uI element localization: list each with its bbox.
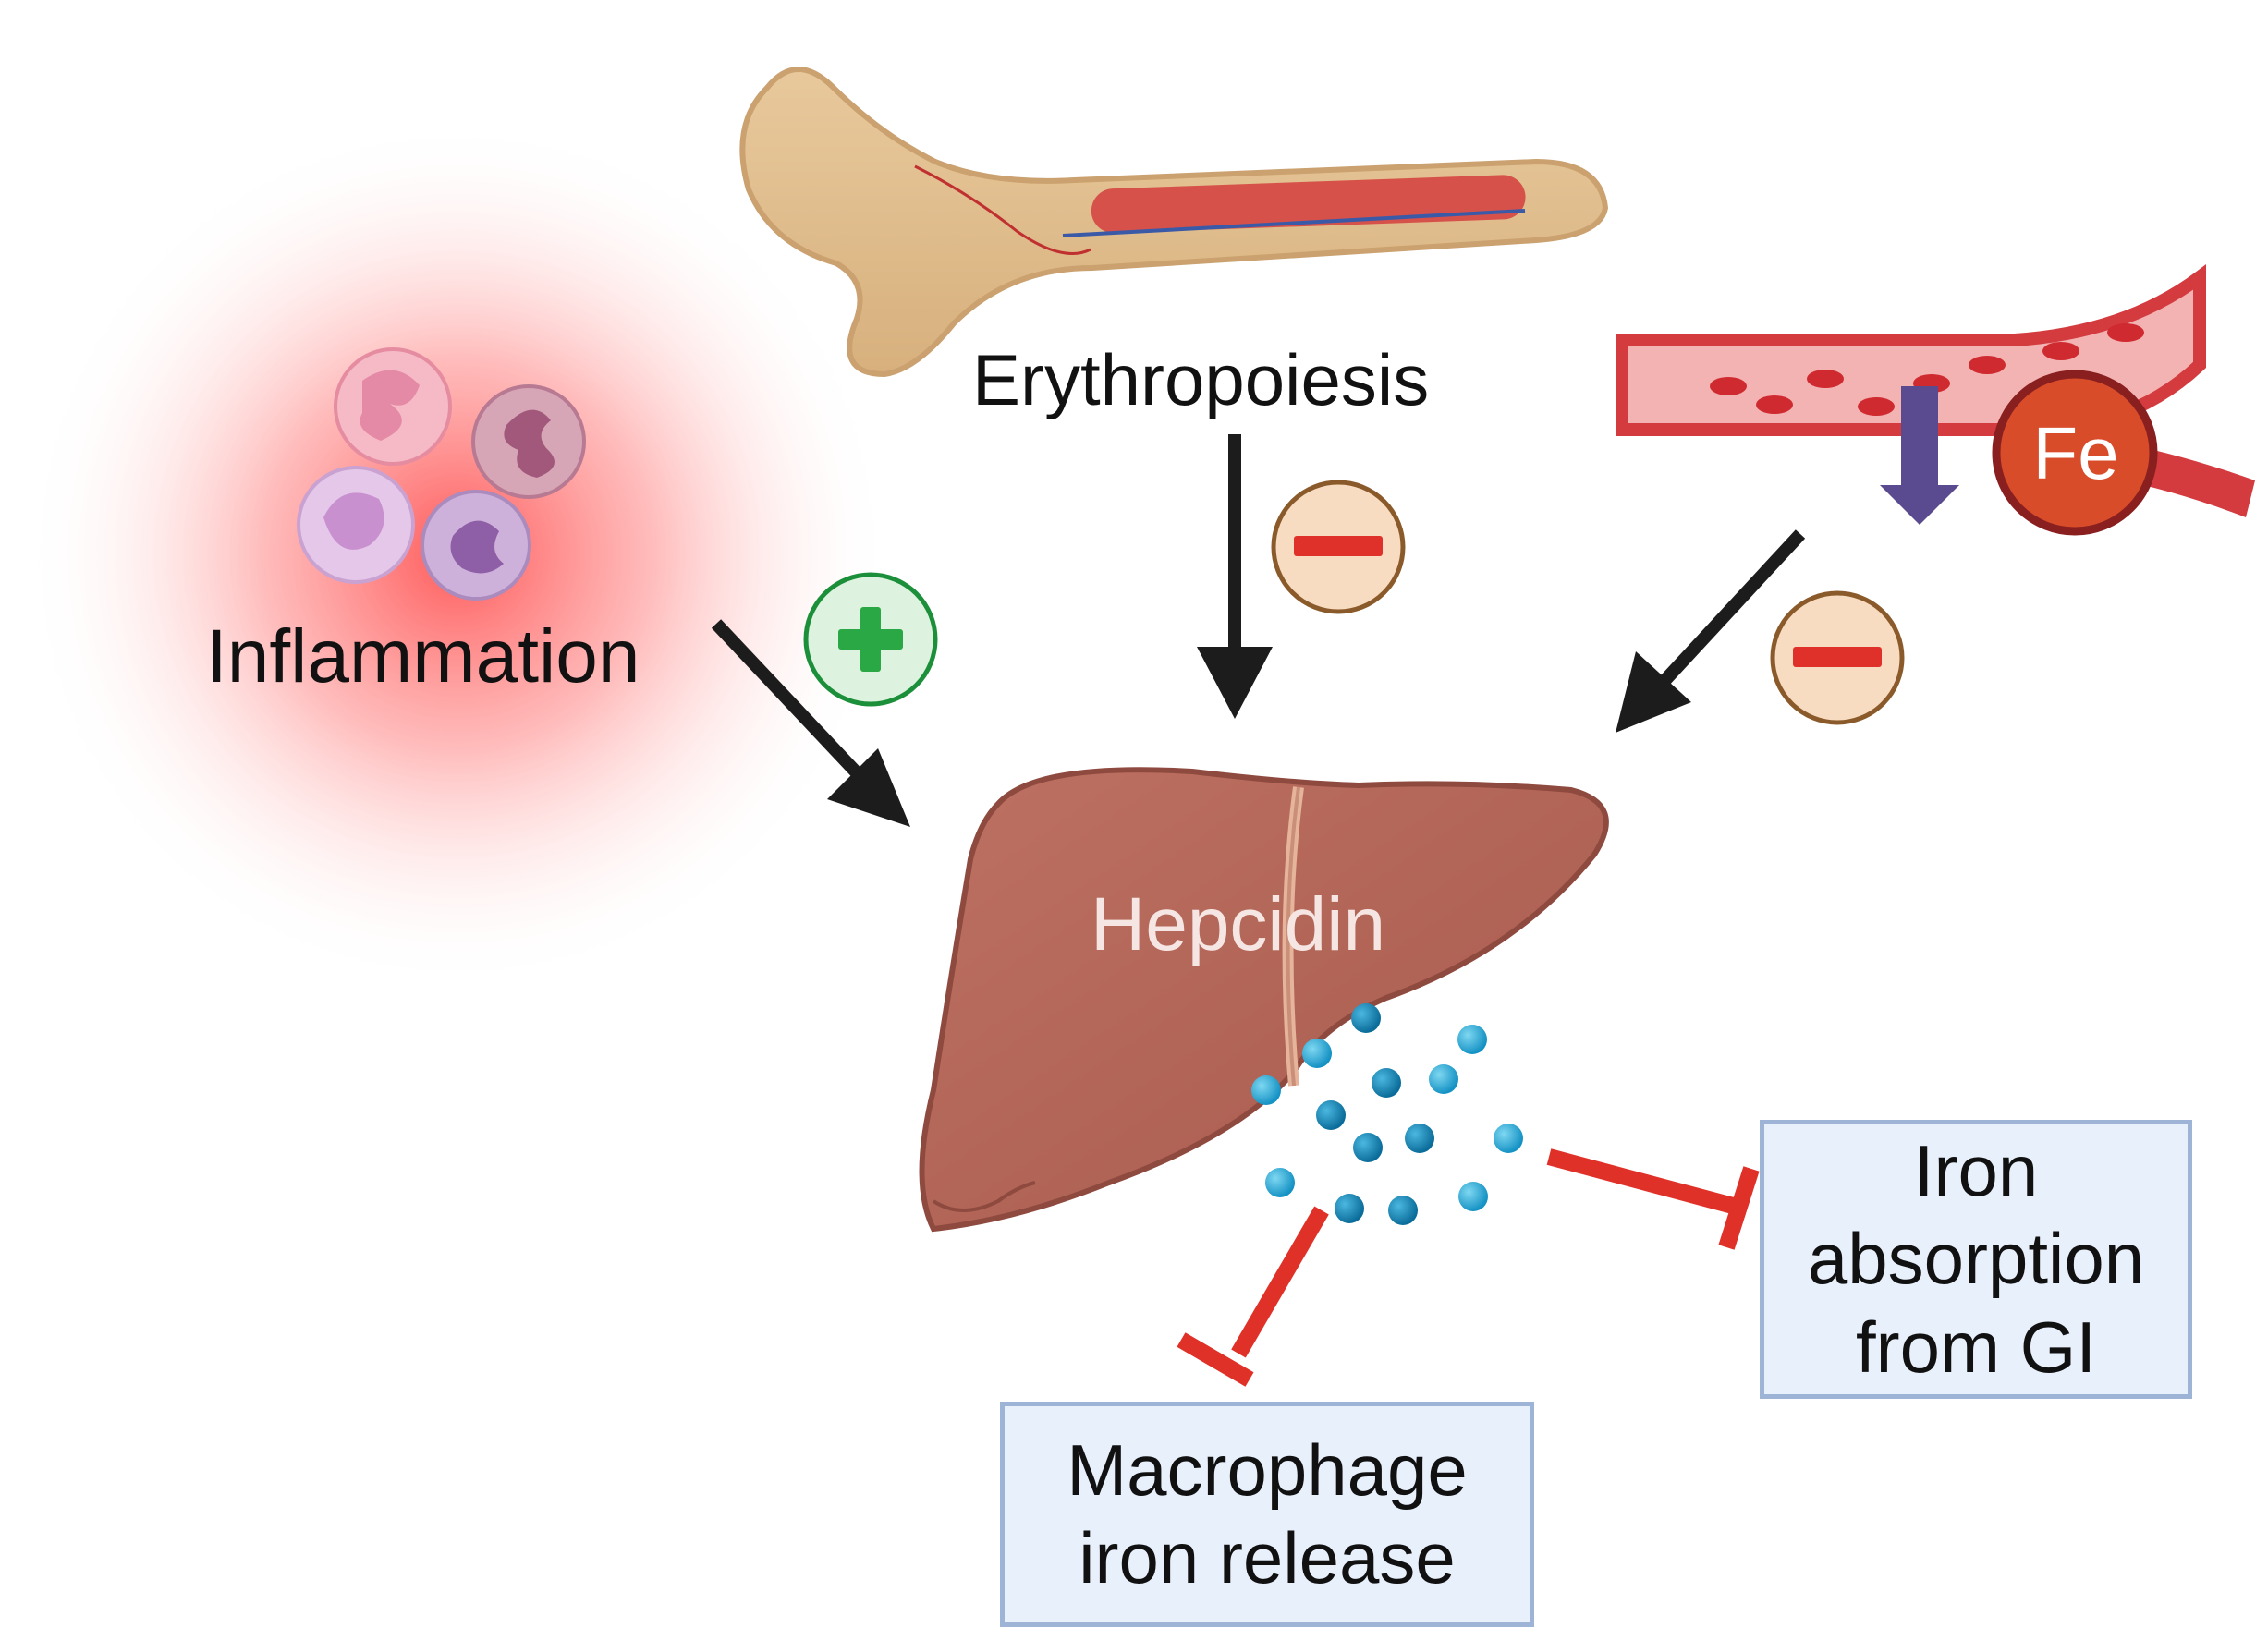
- inflammation-cells-icon: [23, 120, 892, 989]
- iron-circle-icon: [1992, 370, 2158, 536]
- iron-absorption-line-2: absorption: [1807, 1218, 2145, 1300]
- iron-absorption-line-1: Iron: [1913, 1130, 2039, 1212]
- negative-badge-iron-icon: [1770, 590, 1905, 725]
- macrophage-release-line-2: iron release: [1079, 1517, 1456, 1598]
- hepcidin-molecules-icon: [1251, 1003, 1523, 1225]
- bone-marrow-icon: [739, 67, 1609, 378]
- macrophage-release-line-1: Macrophage: [1067, 1428, 1468, 1511]
- iron-symbol-label: Fe: [2032, 412, 2119, 494]
- macrophage-release-box: Macrophage iron release: [1000, 1402, 1534, 1627]
- inflammation-label: Inflammation: [206, 614, 640, 698]
- liver-icon: [919, 767, 1609, 1233]
- negative-badge-erythropoiesis-icon: [1271, 480, 1406, 614]
- inhibit-iron-absorption-arrow: [1546, 1148, 1760, 1250]
- erythropoiesis-arrow: [1197, 434, 1273, 719]
- inhibit-macrophage-arrow: [1177, 1206, 1329, 1387]
- erythropoiesis-label: Erythropoiesis: [972, 339, 1430, 420]
- iron-absorption-box: Iron absorption from GI: [1760, 1120, 2192, 1399]
- hepcidin-label: Hepcidin: [1091, 882, 1386, 966]
- iron-arrow: [1616, 529, 1806, 733]
- inflammation-arrow: [711, 619, 910, 827]
- iron-absorption-line-3: from GI: [1855, 1306, 2096, 1388]
- blood-vessel-icon: [1616, 264, 2255, 525]
- positive-badge-icon: [803, 572, 938, 707]
